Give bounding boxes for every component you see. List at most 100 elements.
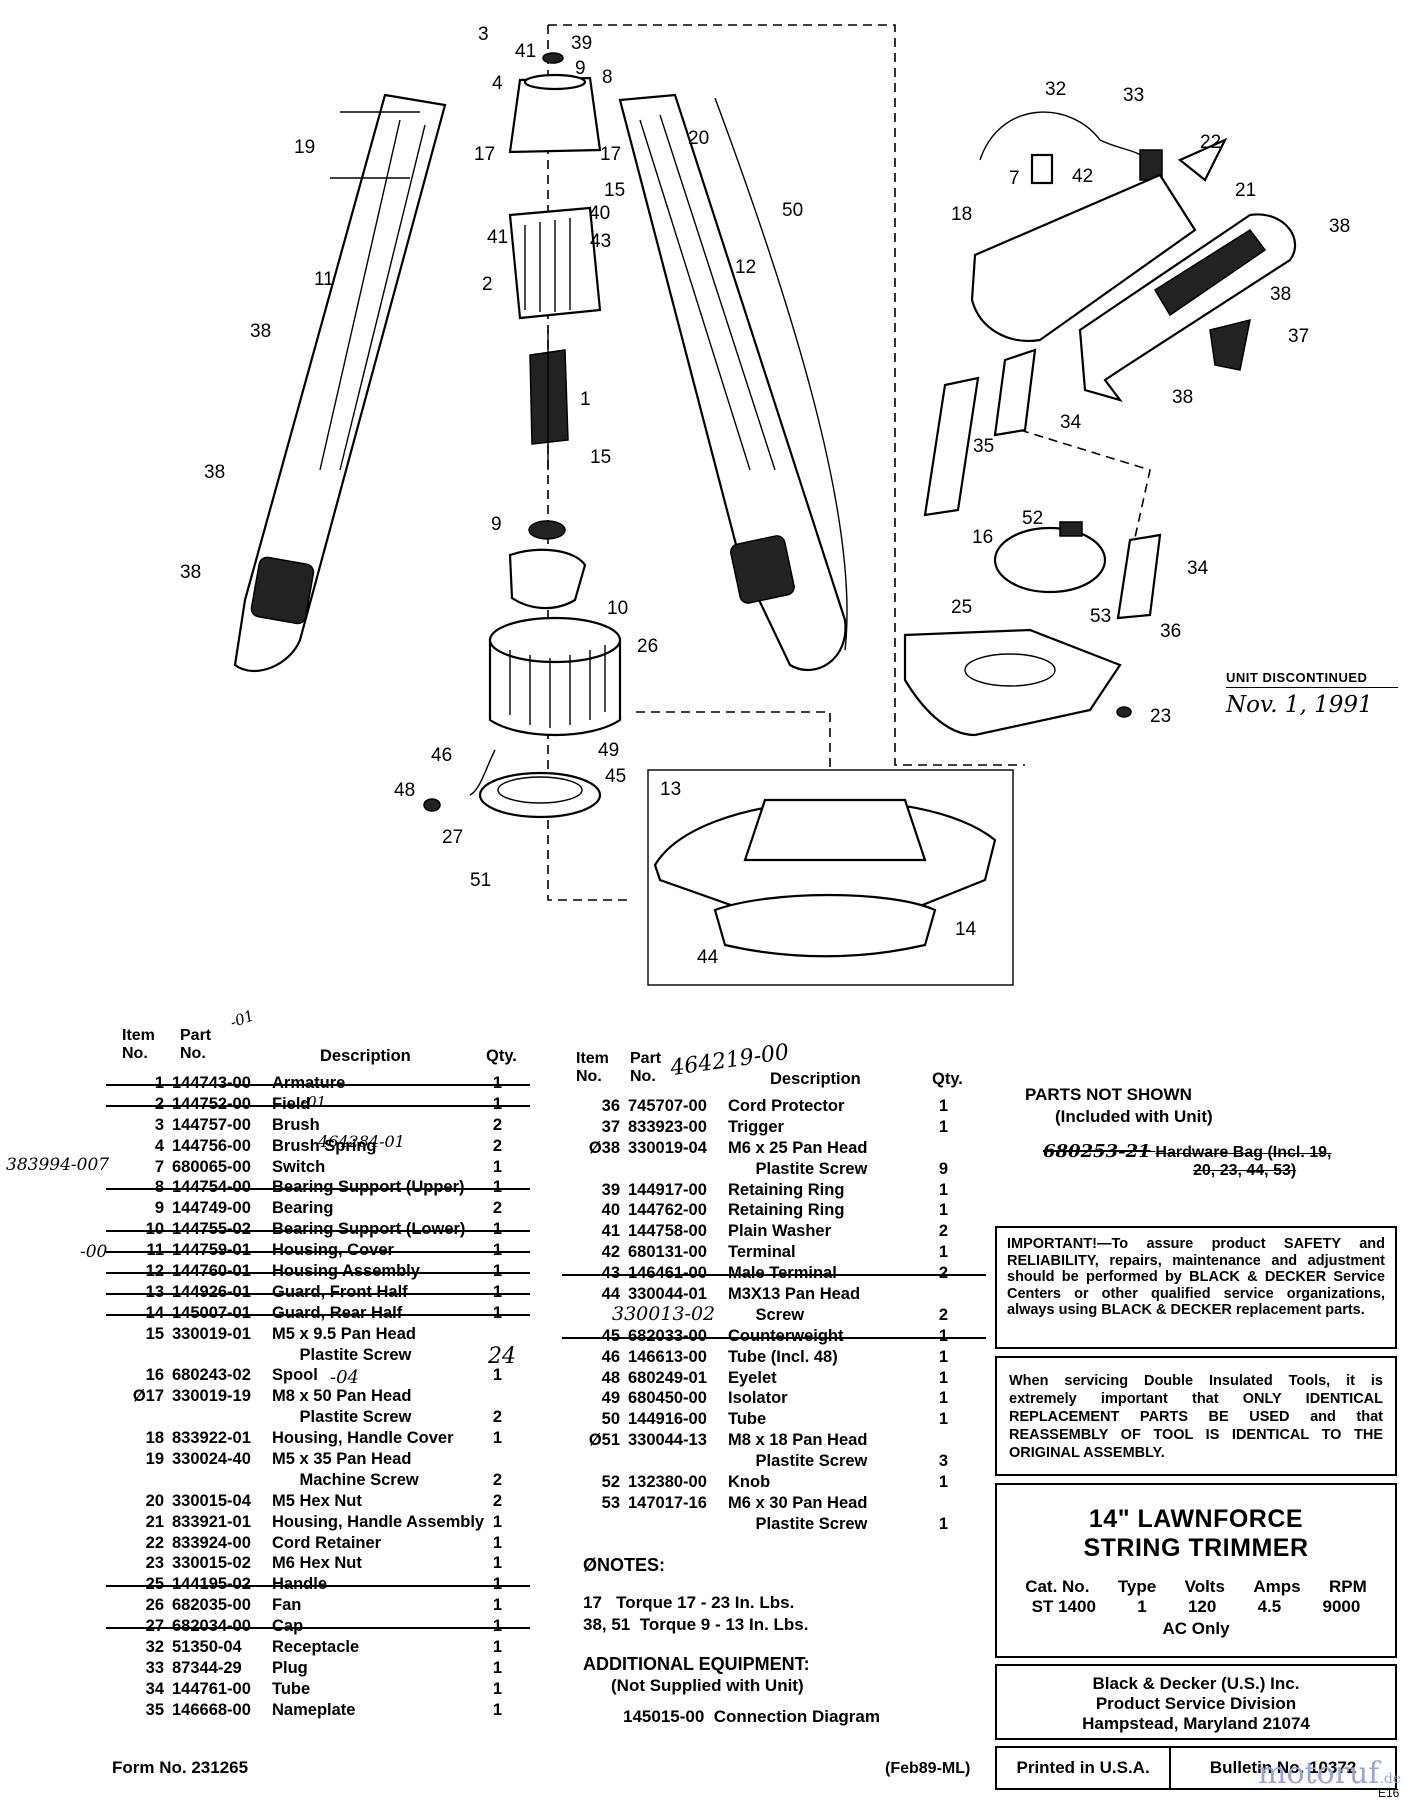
table-header: Item No. Part No. Description Qty. [122, 1027, 522, 1073]
callout-label: 17 [474, 144, 495, 165]
header-qty: Qty. [486, 1047, 517, 1065]
row-description: Cap [272, 1617, 304, 1636]
row-part-no: 146668-00 [172, 1700, 251, 1719]
row-qty: 3 [938, 1452, 948, 1471]
row-part-no: 144760-01 [172, 1262, 251, 1281]
bearing-support-lower [508, 548, 587, 610]
header-description: Description [320, 1047, 411, 1065]
servicing-text: When servicing Double Insulated Tools, i… [1009, 1373, 1383, 1461]
spec-header: RPM [1328, 1577, 1367, 1596]
callout-label: 4 [492, 73, 503, 94]
row-part-no: 833922-01 [172, 1429, 251, 1448]
guard-frame [647, 769, 1014, 986]
row-item-no: 22 [145, 1533, 164, 1552]
row-item-no: 43 [601, 1264, 620, 1283]
header-qty: Qty. [932, 1070, 963, 1088]
row-qty: 1 [938, 1473, 948, 1492]
discontinued-label: UNIT DISCONTINUED [1226, 670, 1398, 688]
assembly-frame-motor [547, 25, 630, 901]
row-description: M6 Hex Nut [272, 1554, 362, 1573]
row-item-no: 3 [154, 1115, 164, 1134]
row-description: Cord Retainer [272, 1533, 382, 1552]
callout-label: 32 [1045, 79, 1066, 100]
row-part-no: 682033-00 [628, 1326, 707, 1345]
row-qty: 1 [492, 1554, 502, 1573]
callout-label: 45 [605, 766, 626, 787]
row-description: Eyelet [728, 1368, 777, 1387]
row-qty: 1 [492, 1074, 502, 1092]
callout-label: 41 [515, 41, 536, 62]
important-text: IMPORTANT!—To assure product SAFETY and … [1007, 1236, 1385, 1318]
notes-line: 38, 51 Torque 9 - 13 In. Lbs. [583, 1615, 809, 1634]
callout-label: 35 [973, 436, 994, 457]
callout-label: 36 [1160, 621, 1181, 642]
row-part-no: 745707-00 [628, 1097, 707, 1115]
row-item-no: 23 [145, 1554, 164, 1573]
row-part-no: 330019-19 [172, 1387, 251, 1406]
row-qty: 1 [492, 1596, 502, 1615]
row-description: Retaining Ring [728, 1180, 845, 1199]
spec-value: 4.5 [1257, 1597, 1282, 1616]
company-box: Black & Decker (U.S.) Inc. Product Servi… [995, 1664, 1397, 1740]
row-qty: 1 [938, 1389, 948, 1408]
row-item-no: 27 [145, 1617, 164, 1636]
row-description: Tube (Incl. 48) [728, 1347, 838, 1366]
page-code: E16 [1378, 1786, 1400, 1800]
housing-assembly [618, 93, 847, 671]
callout-label: 51 [470, 870, 491, 891]
cap [478, 771, 602, 819]
row-part-no: 87344-29 [172, 1658, 242, 1677]
row-item-no: 45 [601, 1326, 620, 1345]
tube-46 [469, 749, 496, 796]
row-item-no: Ø38 [588, 1138, 620, 1157]
row-part-no: 680131-00 [628, 1243, 707, 1262]
callout-label: 44 [697, 947, 719, 968]
header-part: Part No. [180, 1027, 212, 1062]
row-qty: 1 [938, 1201, 948, 1220]
form-number: Form No. 231265 [112, 1758, 249, 1777]
callout-label: 20 [688, 128, 709, 149]
row-description: M3X13 Pan Head [728, 1285, 861, 1304]
fan [488, 616, 622, 737]
row-qty: 1 [938, 1180, 948, 1199]
header-item: Item No. [122, 1027, 155, 1062]
printed-in: Printed in U.S.A. [997, 1748, 1172, 1788]
row-item-no: 7 [154, 1157, 164, 1176]
row-part-no: 330044-13 [628, 1431, 707, 1450]
row-qty: 1 [938, 1410, 948, 1429]
pns-item-text: Hardware Bag (Incl. 19, [1155, 1144, 1332, 1161]
callout-label: 43 [590, 231, 611, 252]
row-description: Housing Assembly [272, 1262, 420, 1281]
callout-label: 48 [394, 780, 415, 801]
assembly-frame-main [548, 24, 1025, 766]
spec-value: 9000 [1322, 1597, 1361, 1616]
row-description: Isolator [728, 1389, 788, 1408]
row-item-no: 4 [154, 1136, 164, 1155]
callout-label: 38 [204, 462, 225, 483]
row-part-no: 833921-01 [172, 1512, 251, 1531]
row-qty: 1 [492, 1157, 502, 1176]
row-description: Tube [728, 1410, 767, 1429]
row-part-no: 680450-00 [628, 1389, 707, 1408]
row-qty: 1 [492, 1282, 502, 1301]
row-description: Guard, Rear Half [272, 1303, 403, 1322]
callout-label: 14 [955, 919, 977, 940]
row-description: Plastite Screw [272, 1408, 412, 1427]
row-qty: 1 [938, 1368, 948, 1387]
row-item-no: 41 [601, 1222, 620, 1241]
spec-value-row: ST 1400 1 120 4.5 9000 [997, 1597, 1395, 1617]
